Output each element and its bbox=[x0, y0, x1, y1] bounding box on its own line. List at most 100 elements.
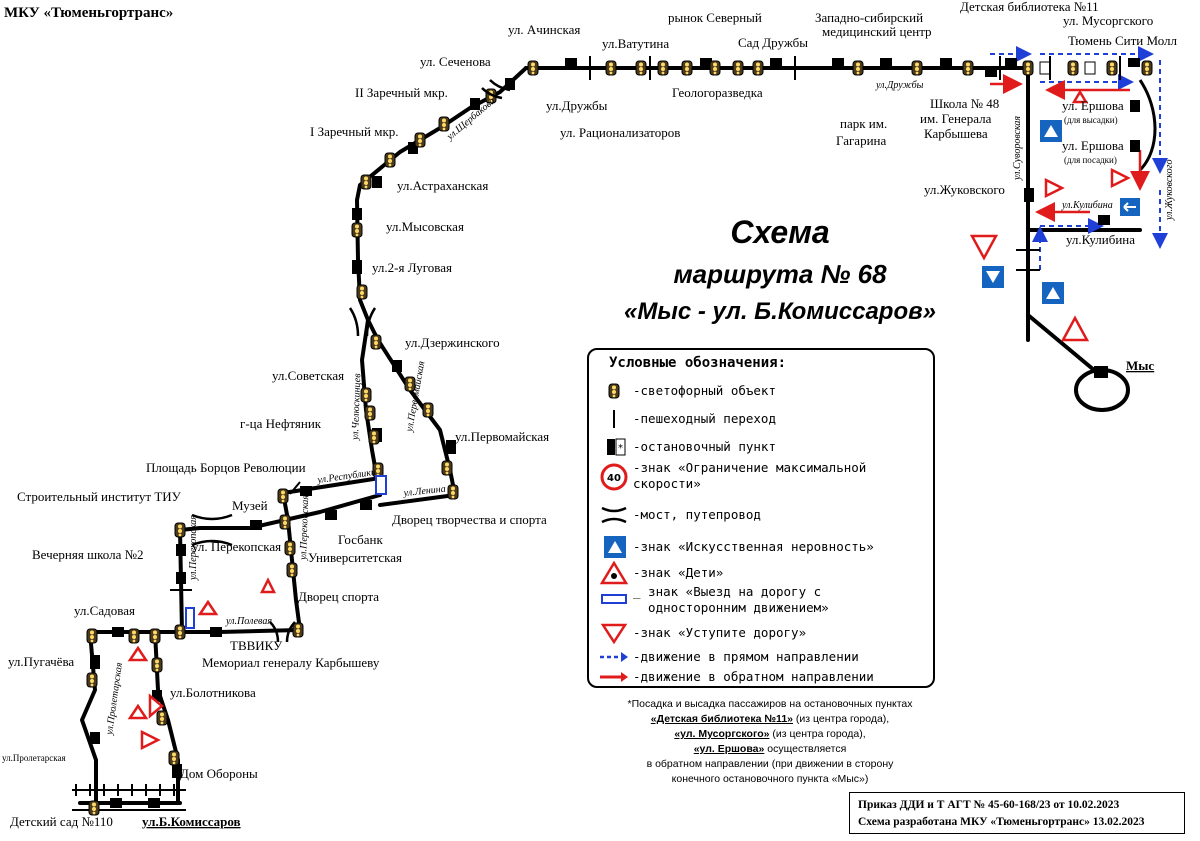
legend-item-yield: -знак «Уступите дорогу» bbox=[589, 620, 935, 646]
legend-item-stop: * -остановочный пункт bbox=[589, 434, 935, 460]
stop-kulibina: ул.Кулибина bbox=[1066, 232, 1135, 247]
stop-shkola48-1: Школа № 48 bbox=[930, 96, 999, 111]
legend-item-crossing: -пешеходный переход bbox=[589, 406, 935, 432]
stop-park-2: Гагарина bbox=[836, 133, 886, 148]
stop-tiu: Строительный институт ТИУ bbox=[17, 489, 182, 504]
mys-terminal bbox=[1074, 366, 1130, 412]
street-proletarskaya: ул.Пролетарская bbox=[104, 661, 125, 736]
stop-ershova-2: ул. Ершова bbox=[1062, 138, 1124, 153]
street-zhukovskogo: ул.Жуковского bbox=[1164, 160, 1175, 221]
stop-tvviku: ТВВИКУ bbox=[230, 638, 283, 653]
stop-sechenova: ул. Сеченова bbox=[420, 54, 491, 69]
stop-sadovaya: ул.Садовая bbox=[74, 603, 135, 618]
stop-b-komissarov: ул.Б.Комиссаров bbox=[142, 814, 241, 829]
one-way-entry-icon bbox=[601, 594, 627, 604]
title-line1: Схема bbox=[730, 214, 830, 250]
children-sign-icon bbox=[599, 560, 629, 585]
note-stop1: «Детская библиотека №11» bbox=[650, 713, 793, 725]
street-kulibina: ул.Кулибина bbox=[1061, 200, 1113, 211]
order-box: Приказ ДДИ и Т АГТ № 45-60-168/23 от 10.… bbox=[849, 792, 1185, 834]
stop-universitet: Университетская bbox=[308, 550, 402, 565]
speed-bump-icon bbox=[604, 536, 626, 558]
note-stop3: «ул. Ершова» bbox=[693, 743, 765, 755]
street-perekopskaya-2: ул.Перекопская bbox=[298, 494, 311, 561]
legend-item-bump: -знак «Искусственная неровность» bbox=[589, 534, 935, 560]
order-line2: Схема разработана МКУ «Тюменьгортранс» 1… bbox=[858, 816, 1145, 828]
speed-bump-signs bbox=[982, 120, 1064, 304]
stop-markers bbox=[90, 58, 1140, 808]
stop-det-bib: Детская библиотека №11 bbox=[960, 0, 1099, 14]
stop-druzhby: ул.Дружбы bbox=[546, 98, 608, 113]
stop-mysovskaya: ул.Мысовская bbox=[386, 219, 464, 234]
stop-muzey: Музей bbox=[232, 498, 268, 513]
bridge-icon bbox=[601, 506, 627, 524]
stop-achinskaya: ул. Ачинская bbox=[508, 22, 580, 37]
bridges bbox=[191, 79, 511, 643]
stop-shkola48-3: Карбышева bbox=[924, 126, 988, 141]
yield-signs bbox=[140, 167, 1131, 751]
note-line5: в обратном направлении (при движении в с… bbox=[646, 758, 894, 770]
stop-rynok: рынок Северный bbox=[668, 10, 762, 25]
stop-sad-druzhby: Сад Дружбы bbox=[738, 35, 808, 50]
stop-ershova-1: ул. Ершова bbox=[1062, 98, 1124, 113]
stop-mys: Мыс bbox=[1126, 358, 1154, 373]
legend-item-oneway: _ знак «Выезд на дорогу с односторонним … bbox=[589, 584, 935, 622]
street-chelyuskintsev: ул.Челюскинцев bbox=[350, 373, 363, 441]
stop-zsmc-1: Западно-сибирский bbox=[815, 10, 923, 25]
stop-bolotnikova: ул.Болотникова bbox=[170, 685, 256, 700]
ped-crossings bbox=[170, 56, 1121, 591]
stop-dvorets-sporta: Дворец спорта bbox=[298, 589, 379, 604]
legend-item-signal: -светофорный объект bbox=[589, 378, 935, 404]
note-line6: конечного остановочного пункта «Мыс») bbox=[671, 773, 869, 785]
legend-item-reverse: -движение в обратном направлении bbox=[589, 664, 935, 690]
crossing-icon bbox=[613, 410, 615, 428]
note-stop2: «ул. Мусоргского» bbox=[674, 728, 770, 740]
legend-item-bridge: -мост, путепровод bbox=[589, 502, 935, 528]
speed-limit-icon: 40 bbox=[600, 463, 628, 491]
stop-dzerzhinskogo: ул.Дзержинского bbox=[405, 335, 500, 350]
stop-siti-moll: Тюмень Сити Молл bbox=[1068, 33, 1178, 48]
forward-direction bbox=[990, 46, 1168, 270]
stop-neftyanik: г-ца Нефтяник bbox=[240, 416, 322, 431]
street-pervomayskaya: ул.Первомайская bbox=[404, 360, 427, 434]
stop-ratsional: ул. Рационализаторов bbox=[560, 125, 680, 140]
stop-zarech1: I Заречный мкр. bbox=[310, 124, 399, 139]
stop-vech-shkola: Вечерняя школа №2 bbox=[32, 547, 144, 562]
legend-heading: Условные обозначения: bbox=[609, 355, 787, 371]
legend-item-speed: 40 -знак «Ограничение максимальной скоро… bbox=[589, 460, 935, 498]
stop-det-sad: Детский сад №110 bbox=[10, 814, 113, 829]
legend-item-forward: -движение в прямом направлении bbox=[589, 644, 935, 670]
street-druzhby: ул.Дружбы bbox=[875, 80, 924, 91]
stop-musorgskogo: ул. Мусоргского bbox=[1063, 13, 1153, 28]
stop-lugovaya: ул.2-я Луговая bbox=[372, 260, 452, 275]
svg-text:40: 40 bbox=[607, 473, 621, 484]
children-signs bbox=[127, 89, 1090, 720]
one-way-signs bbox=[185, 475, 387, 629]
one-way-road-sign bbox=[1120, 198, 1140, 216]
forward-arrow-icon bbox=[600, 652, 628, 662]
street-suvorovskaya: ул.Суворовская bbox=[1012, 116, 1023, 181]
traffic-light-icon bbox=[608, 383, 620, 399]
stop-zhukovskogo: ул.Жуковского bbox=[924, 182, 1005, 197]
stop-perekopskaya: ул. Перекопская bbox=[192, 539, 281, 554]
stop-park-1: парк им. bbox=[840, 116, 887, 131]
stop-shkola48-2: им. Генерала bbox=[920, 111, 992, 126]
stop-sovetskaya: ул.Советская bbox=[272, 368, 344, 383]
legend: Условные обозначения: -светофорный объек… bbox=[587, 348, 935, 688]
stop-zsmc-2: медицинский центр bbox=[822, 24, 932, 39]
legend-item-children: -знак «Дети» bbox=[589, 560, 935, 586]
boarding-note: *Посадка и высадка пассажиров на останов… bbox=[598, 697, 942, 787]
stop-zarech2: II Заречный мкр. bbox=[355, 85, 448, 100]
stop-labels: ул. Ачинская ул.Ватутина рынок Северный … bbox=[2, 0, 1178, 829]
stop-dom-oborony: Дом Обороны bbox=[180, 766, 258, 781]
title-line3: «Мыс - ул. Б.Комиссаров» bbox=[624, 298, 936, 325]
note-line1: *Посадка и высадка пассажиров на останов… bbox=[627, 698, 913, 710]
stop-astrakhanskaya: ул.Астраханская bbox=[397, 178, 488, 193]
stop-ershova-2-note: (для посадки) bbox=[1064, 155, 1117, 165]
svg-text:*: * bbox=[618, 443, 623, 454]
title-line2: маршрута № 68 bbox=[673, 259, 887, 289]
stop-geolog: Геологоразведка bbox=[672, 85, 763, 100]
street-perekopskaya: ул.Перекопская bbox=[188, 515, 199, 581]
stop-proletarskaya: ул.Пролетарская bbox=[2, 753, 66, 763]
street-polevaya: ул.Полевая bbox=[225, 616, 272, 627]
